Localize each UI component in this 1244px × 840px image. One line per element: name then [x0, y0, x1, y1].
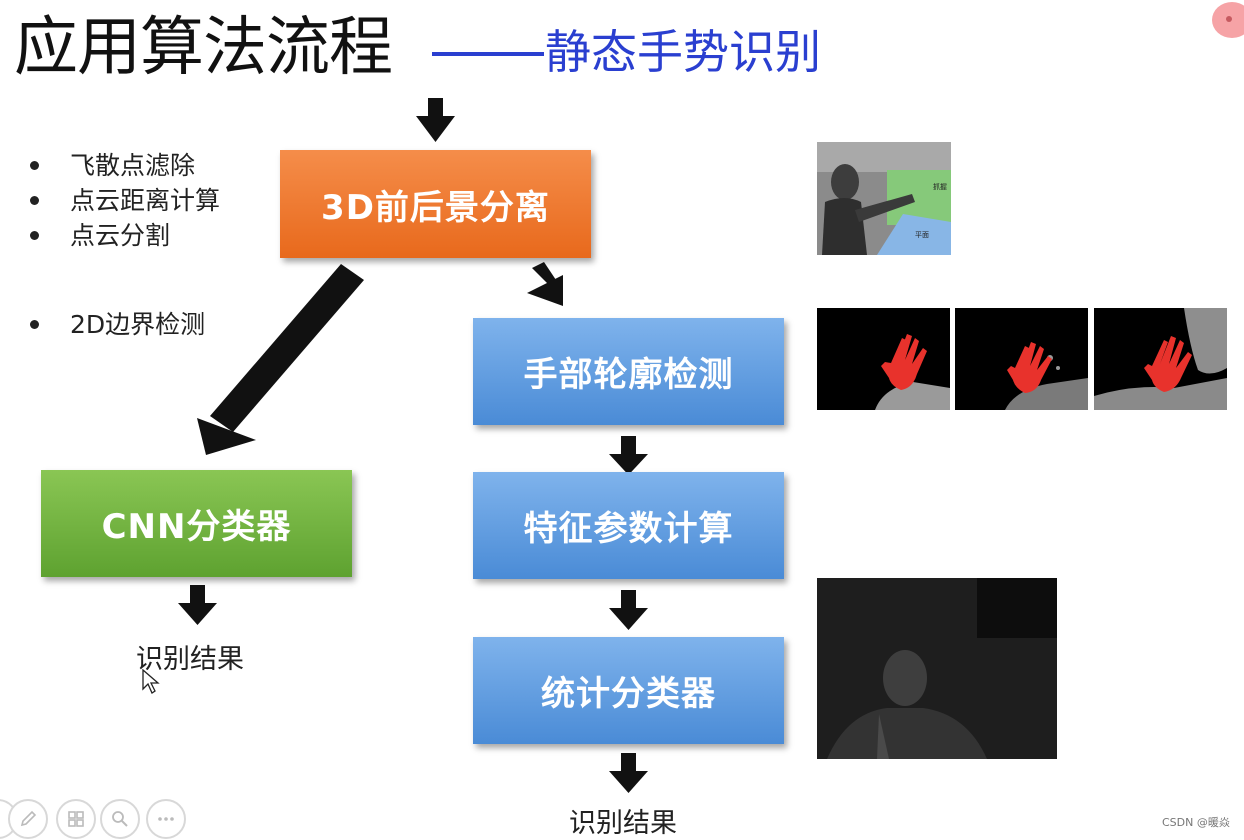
more-button[interactable]: [146, 799, 186, 839]
title-dash: [432, 52, 544, 56]
depth-label-top: 抓握: [933, 183, 947, 191]
pen-icon: [20, 810, 37, 827]
watermark: CSDN @暖焱: [1162, 816, 1230, 829]
zoom-icon: [112, 811, 128, 827]
bullet-item: 2D边界检测: [30, 307, 205, 342]
grid-button[interactable]: [56, 799, 96, 839]
bullet-text: 飞散点滤除: [70, 151, 196, 180]
arrow-down-icon: [609, 590, 648, 630]
red-hand-icon: [1094, 308, 1227, 410]
red-hand-icon: [875, 334, 950, 410]
result-label-bottom: 识别结果: [569, 808, 677, 839]
bullet-text: 点云距离计算: [70, 186, 221, 215]
arrow-down-icon: [609, 436, 648, 475]
bullet-list-2d: 2D边界检测: [30, 307, 205, 342]
page-title: 应用算法流程: [14, 11, 393, 85]
zoom-button[interactable]: [100, 799, 140, 839]
result-label-left: 识别结果: [136, 644, 244, 675]
box-feature-calc: 特征参数计算: [473, 472, 784, 579]
mouse-cursor-icon: [142, 669, 160, 694]
pen-button[interactable]: [8, 799, 48, 839]
bullet-item: 飞散点滤除: [30, 148, 220, 183]
arrow-down-icon: [416, 98, 455, 142]
depth-segmentation-image: 抓握 平面: [817, 142, 951, 255]
bullet-item: 点云距离计算: [30, 183, 220, 218]
arrow-down-icon: [609, 753, 648, 793]
bullet-item: 点云分割: [30, 218, 220, 253]
depth-scene-icon: [817, 142, 951, 255]
box-foreground-separation: 3D前后景分离: [280, 150, 591, 258]
hand-contour-image: [817, 308, 950, 410]
arrow-diagonal-large-icon: [197, 264, 364, 455]
arrow-diagonal-icon: [527, 262, 563, 306]
hand-contour-image: [1094, 308, 1227, 410]
bullet-text: 2D边界检测: [70, 310, 206, 339]
box-cnn-classifier: CNN分类器: [41, 470, 352, 577]
corner-blob-dot: [1226, 16, 1232, 22]
bullet-dot-icon: [30, 196, 39, 205]
depth-label-bottom: 平面: [915, 231, 929, 239]
arrow-down-icon: [178, 585, 217, 625]
bullet-dot-icon: [30, 231, 39, 240]
bullet-dot-icon: [30, 320, 39, 329]
red-hand-icon: [1005, 342, 1088, 410]
box-hand-contour: 手部轮廓检测: [473, 318, 784, 425]
page-subtitle: 静态手势识别: [545, 25, 821, 79]
bullet-list-preprocess: 飞散点滤除 点云距离计算 点云分割: [30, 148, 220, 253]
infrared-person-image: [817, 578, 1057, 759]
person-silhouette-icon: [817, 578, 1057, 759]
grid-icon: [68, 811, 84, 827]
bullet-text: 点云分割: [70, 221, 171, 250]
hand-contour-image: [955, 308, 1088, 410]
more-icon: [158, 817, 174, 821]
box-stat-classifier: 统计分类器: [473, 637, 784, 744]
bullet-dot-icon: [30, 161, 39, 170]
